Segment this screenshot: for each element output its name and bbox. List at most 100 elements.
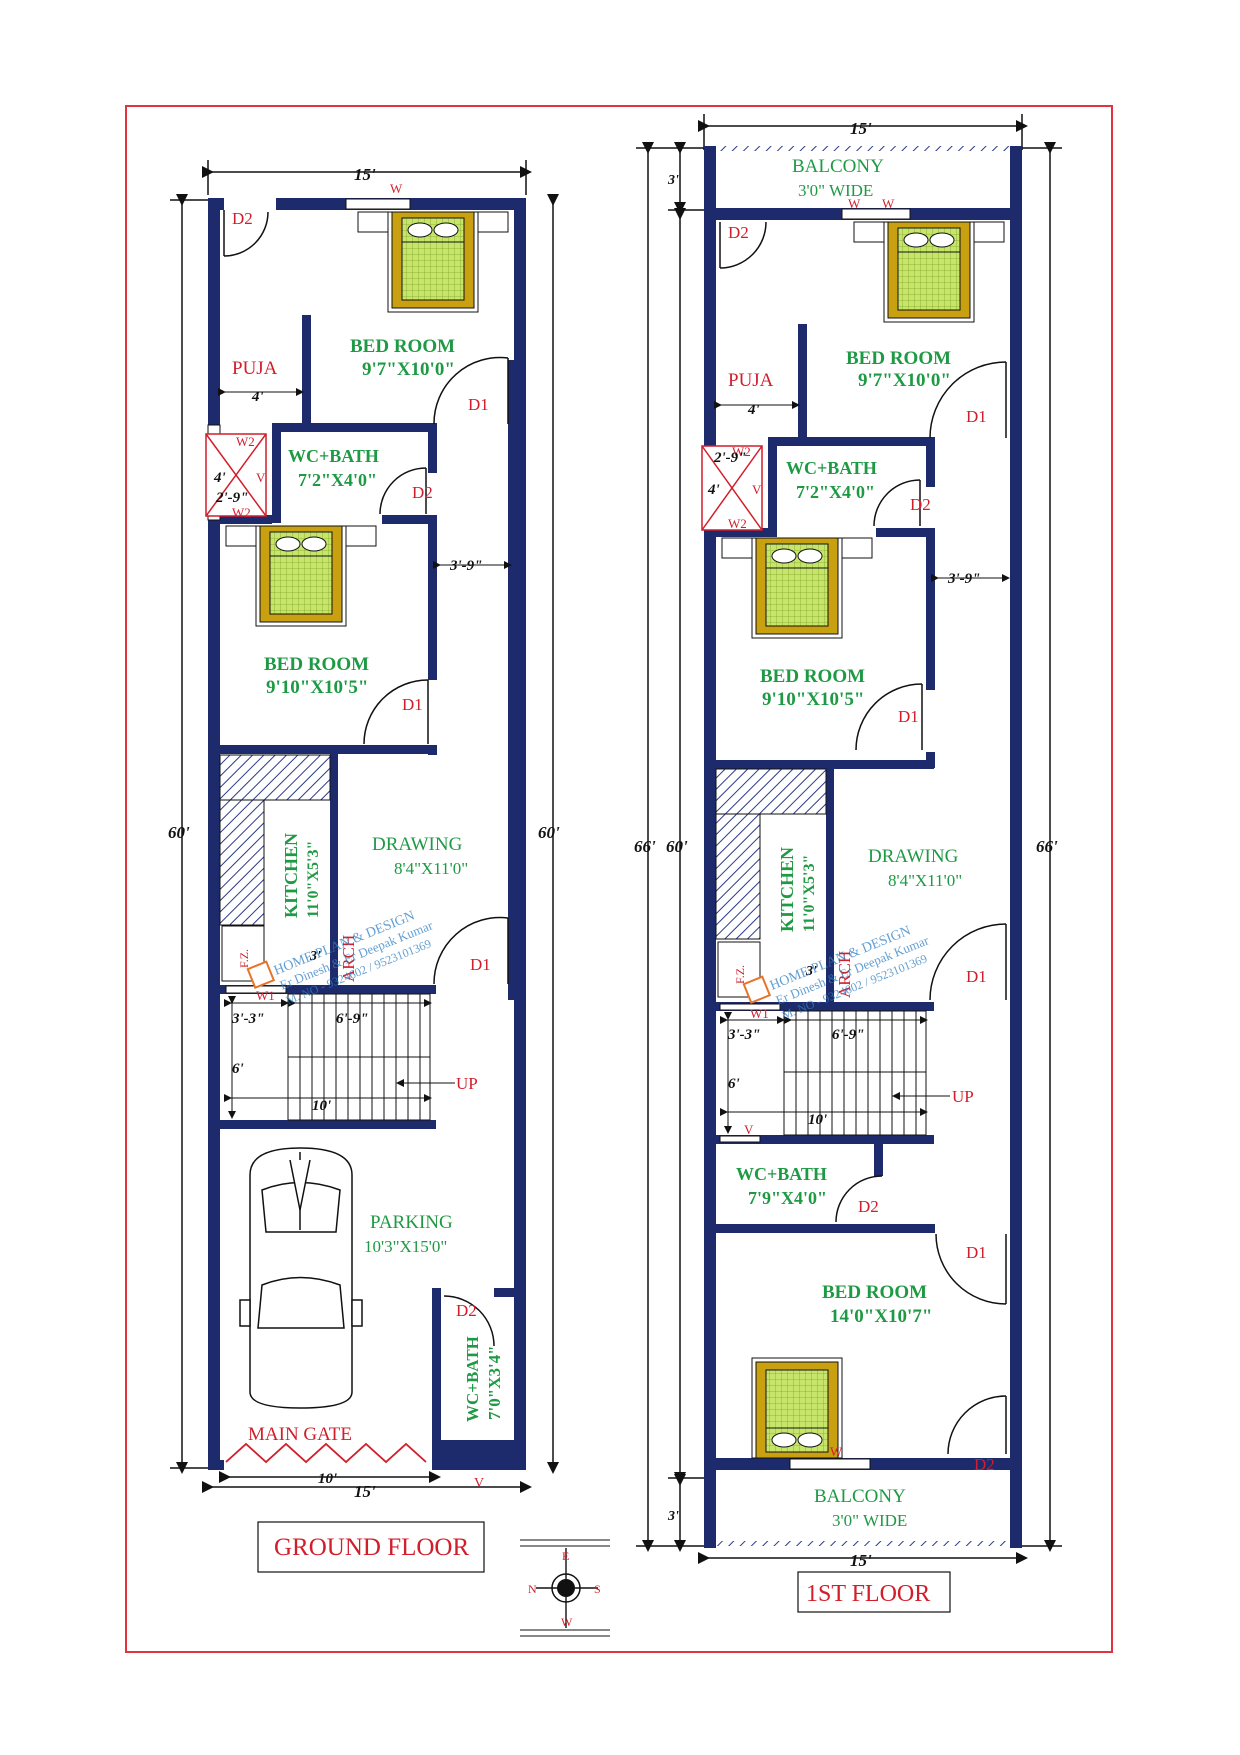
first-dim-right: 66' (1036, 837, 1058, 856)
ground-puja-label: PUJA (232, 358, 278, 379)
first-vent-width: 2'-9" (713, 450, 747, 466)
main-gate-zigzag (225, 1442, 427, 1464)
first-bed-3 (751, 1357, 843, 1459)
ground-doors (223, 210, 509, 1347)
ground-kitchen-counter (219, 754, 331, 801)
first-d1-drawing: D1 (966, 967, 987, 986)
ground-dim-left: 60' (168, 823, 190, 842)
first-bed3-title: BED ROOM (822, 1282, 927, 1303)
ground-floor-title: GROUND FLOOR (274, 1534, 469, 1561)
first-kitchen-counter (715, 768, 827, 815)
compass-icon: N S E W (520, 1539, 610, 1637)
first-dimension-lines (636, 114, 1062, 1564)
first-bed2-size: 9'10"X10'5" (762, 689, 864, 710)
first-d1-bed1: D1 (966, 407, 987, 426)
ground-floor-title-box (257, 1521, 485, 1573)
first-vent-v: V (752, 482, 762, 497)
first-balcony-bottom-size: 3'0" WIDE (832, 1511, 907, 1530)
watermark-logo-icon (246, 960, 276, 990)
ground-window-top (345, 198, 411, 210)
first-arch-width: 3' (805, 964, 817, 979)
first-bed1-title: BED ROOM (846, 348, 951, 369)
ground-stair-dim-a: 3'-3" (231, 1011, 265, 1027)
ground-parking-size: 10'3"X15'0" (364, 1237, 447, 1256)
compass-e: E (562, 1549, 569, 1563)
ground-stair-dim-b: 6'-9" (336, 1011, 369, 1027)
first-w2-b: W2 (728, 516, 747, 531)
ground-d1-bed2: D1 (402, 695, 423, 714)
ground-vent-width: 2'-9" (215, 490, 249, 506)
first-bed-1 (883, 221, 975, 323)
first-floor-plan: 15' 15' 66' 60' 66' 3' 3' BALCONY 3'0" W… (634, 114, 1062, 1613)
ground-wc-title: WC+BATH (288, 446, 379, 466)
first-puja-width: 4' (747, 402, 760, 418)
ground-window-label: W (390, 181, 403, 196)
first-wc-size: 7'2"X4'0" (796, 482, 875, 502)
first-stair-dim-b: 6'-9" (832, 1027, 865, 1043)
ground-gate-width: 10' (318, 1471, 337, 1487)
ground-stair-height: 6' (232, 1061, 244, 1077)
first-wc-title: WC+BATH (786, 458, 877, 478)
sheet-border (125, 105, 1113, 1653)
ground-floor-plan: 15' 15' 60' 60' W D2 BED ROOM 9'7"X10'0"… (168, 160, 560, 1573)
ground-dim-right: 60' (538, 823, 560, 842)
first-bed1-size: 9'7"X10'0" (858, 370, 951, 391)
first-fridge-label: F.Z. (733, 965, 747, 984)
ground-vent-v: V (256, 470, 266, 485)
first-dim-left-outer: 66' (634, 837, 656, 856)
ground-w1-label: W1 (256, 988, 275, 1003)
first-window-label-b: W (882, 196, 895, 211)
first-bed2-title: BED ROOM (760, 666, 865, 687)
compass-n: N (528, 1582, 537, 1596)
ground-w2-a: W2 (236, 434, 255, 449)
first-stair-length: 10' (808, 1112, 827, 1128)
compass-w: W (561, 1615, 573, 1629)
first-d2-corner: D2 (728, 223, 749, 242)
ground-stair (218, 388, 512, 1121)
watermark-left: HOME PLAN & DESIGN Er Dinesh & Er Deepak… (246, 908, 435, 1007)
compass-s: S (594, 1582, 601, 1596)
first-wc2-title: WC+BATH (736, 1164, 827, 1184)
ground-dimension-lines (170, 160, 559, 1493)
ground-parking-title: PARKING (370, 1212, 453, 1233)
first-balcony-bottom-title: BALCONY (814, 1486, 906, 1507)
ground-arch-width: 3' (309, 949, 321, 964)
ground-drawing-title: DRAWING (372, 834, 463, 855)
first-wc2-size: 7'9"X4'0" (748, 1188, 827, 1208)
ground-up-label: UP (456, 1074, 478, 1093)
ground-wc2-size: 7'0"X3'4" (485, 1345, 504, 1420)
ground-drawing-size: 8'4"X11'0" (394, 859, 468, 878)
first-w2-a: W2 (732, 444, 751, 459)
first-dim-balcony-bottom: 3' (667, 1509, 679, 1524)
ground-dim-bottom: 15' (354, 1482, 376, 1501)
first-bed-2 (751, 537, 843, 639)
ground-kitchen-counter-side (219, 799, 265, 926)
ground-kitchen-title: KITCHEN (281, 833, 301, 918)
ground-bed1-size: 9'7"X10'0" (362, 359, 455, 380)
first-window-w1 (719, 1003, 781, 1011)
ground-d1-drawing: D1 (470, 955, 491, 974)
first-d1-bed2: D1 (898, 707, 919, 726)
ground-d2-wc: D2 (412, 483, 433, 502)
first-window-bottom-label: W (830, 1444, 843, 1459)
ground-d2-wc2: D2 (456, 1301, 477, 1320)
ground-puja-width: 4' (251, 389, 264, 405)
ground-pass-width: 3'-9" (449, 558, 483, 574)
first-window-top (841, 208, 911, 220)
ground-wc-size: 7'2"X4'0" (298, 470, 377, 490)
first-kitchen-size: 11'0"X5'3" (801, 855, 818, 932)
first-drawing-size: 8'4"X11'0" (888, 871, 962, 890)
first-w1-label: W1 (750, 1006, 769, 1021)
ground-bed1-title: BED ROOM (350, 336, 455, 357)
ground-stair-length: 10' (312, 1098, 331, 1114)
first-stair-height: 6' (728, 1076, 740, 1092)
first-d2-bed3: D2 (974, 1455, 995, 1474)
car-icon (239, 1147, 363, 1409)
first-puja-label: PUJA (728, 370, 774, 391)
ground-vent-height: 4' (213, 470, 226, 486)
watermark-right: HOME PLAN & DESIGN Er Dinesh & Er Deepak… (742, 923, 931, 1022)
first-up-label: UP (952, 1087, 974, 1106)
first-doors (719, 221, 1007, 1455)
ground-kitchen-size: 11'0"X5'3" (305, 841, 322, 918)
